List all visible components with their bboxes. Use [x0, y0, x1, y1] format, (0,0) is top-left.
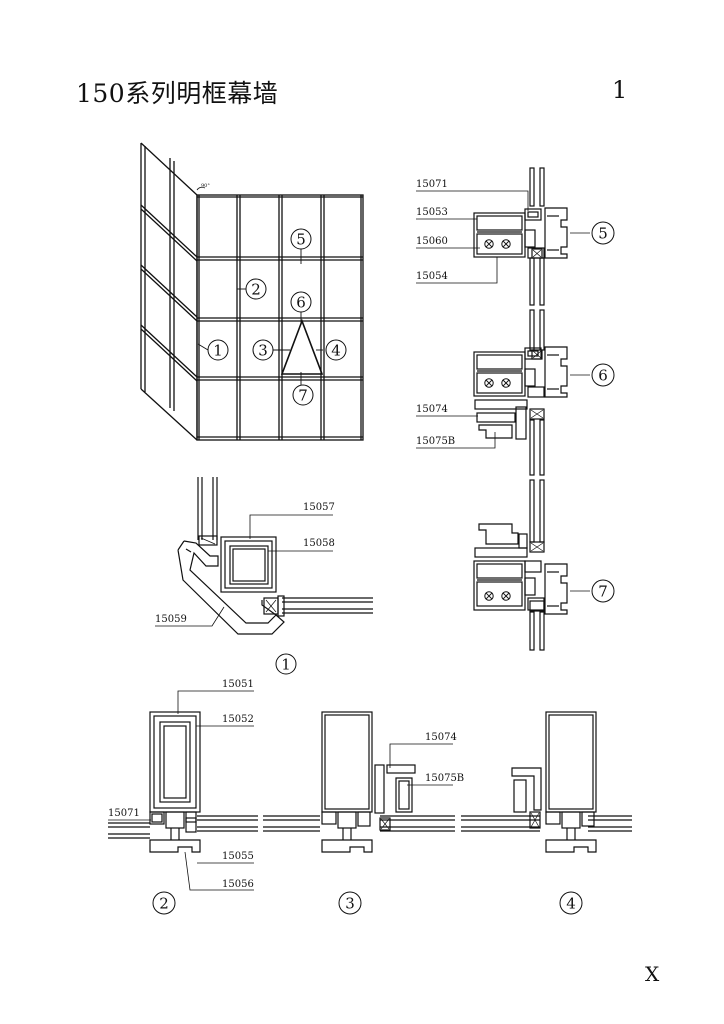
footer-mark: X	[645, 962, 660, 986]
vertical-section-screws	[484, 239, 511, 601]
callout-4: 4	[331, 342, 341, 360]
curtain-wall-elevation	[140, 142, 364, 441]
section-3-mullion	[321, 711, 416, 853]
vertical-section-labels: 15071 15053 15060 15054 15074 15075B 5 6…	[416, 179, 608, 601]
detail-1-labels: 15057 15058 15059 1	[155, 502, 335, 674]
part-15071-top: 15071	[416, 179, 448, 190]
part-15055: 15055	[222, 851, 254, 862]
elevation-callout-labels: 5 2 6 1 3 4 7 90°	[201, 183, 341, 405]
part-15057: 15057	[303, 502, 335, 513]
part-15060: 15060	[416, 236, 448, 247]
part-15054: 15054	[416, 271, 448, 282]
section-4-mullion	[511, 711, 597, 853]
part-15059: 15059	[155, 614, 187, 625]
side-wall-grid	[140, 142, 198, 441]
part-15058: 15058	[303, 538, 335, 549]
horizontal-sections	[108, 690, 632, 915]
part-15075B-section3: 15075B	[425, 773, 464, 784]
callout-5: 5	[296, 231, 306, 249]
part-15074-section6: 15074	[416, 404, 448, 415]
callout-6: 6	[296, 294, 306, 312]
part-15051: 15051	[222, 679, 254, 690]
callout-7: 7	[298, 387, 308, 405]
detail-2-circle: 2	[159, 895, 169, 913]
horizontal-section-labels: 15051 15052 15071 15055 15056 15074 1507…	[108, 679, 576, 913]
callout-2: 2	[251, 281, 261, 299]
part-15075B-section6: 15075B	[416, 436, 455, 447]
section-5-transom	[473, 207, 568, 259]
front-wall-grid	[196, 194, 364, 441]
detail-4-circle: 4	[566, 895, 576, 913]
detail-1-circle: 1	[281, 656, 291, 674]
detail-5-circle: 5	[598, 225, 608, 243]
part-15052: 15052	[222, 714, 254, 725]
section-2-mullion	[149, 711, 201, 853]
vertical-sections	[416, 167, 615, 651]
horizontal-glass	[108, 815, 632, 839]
part-15053: 15053	[416, 207, 448, 218]
vent-triangle	[280, 318, 324, 375]
section-6-transom	[473, 346, 568, 440]
detail-7-circle: 7	[598, 583, 608, 601]
part-15074-section3: 15074	[425, 732, 457, 743]
angle-arc	[196, 186, 206, 191]
part-15071-bottom: 15071	[108, 808, 140, 819]
section-7-transom	[473, 523, 568, 615]
detail-3-circle: 3	[345, 895, 355, 913]
callout-1: 1	[213, 342, 223, 360]
angle-mark: 90°	[201, 183, 210, 189]
callout-3: 3	[258, 342, 268, 360]
detail-6-circle: 6	[598, 367, 608, 385]
detail-1-corner-section	[155, 477, 373, 675]
page-number: 1	[612, 76, 628, 104]
part-15056: 15056	[222, 879, 254, 890]
page-title: 150系列明框幕墙	[76, 79, 279, 108]
